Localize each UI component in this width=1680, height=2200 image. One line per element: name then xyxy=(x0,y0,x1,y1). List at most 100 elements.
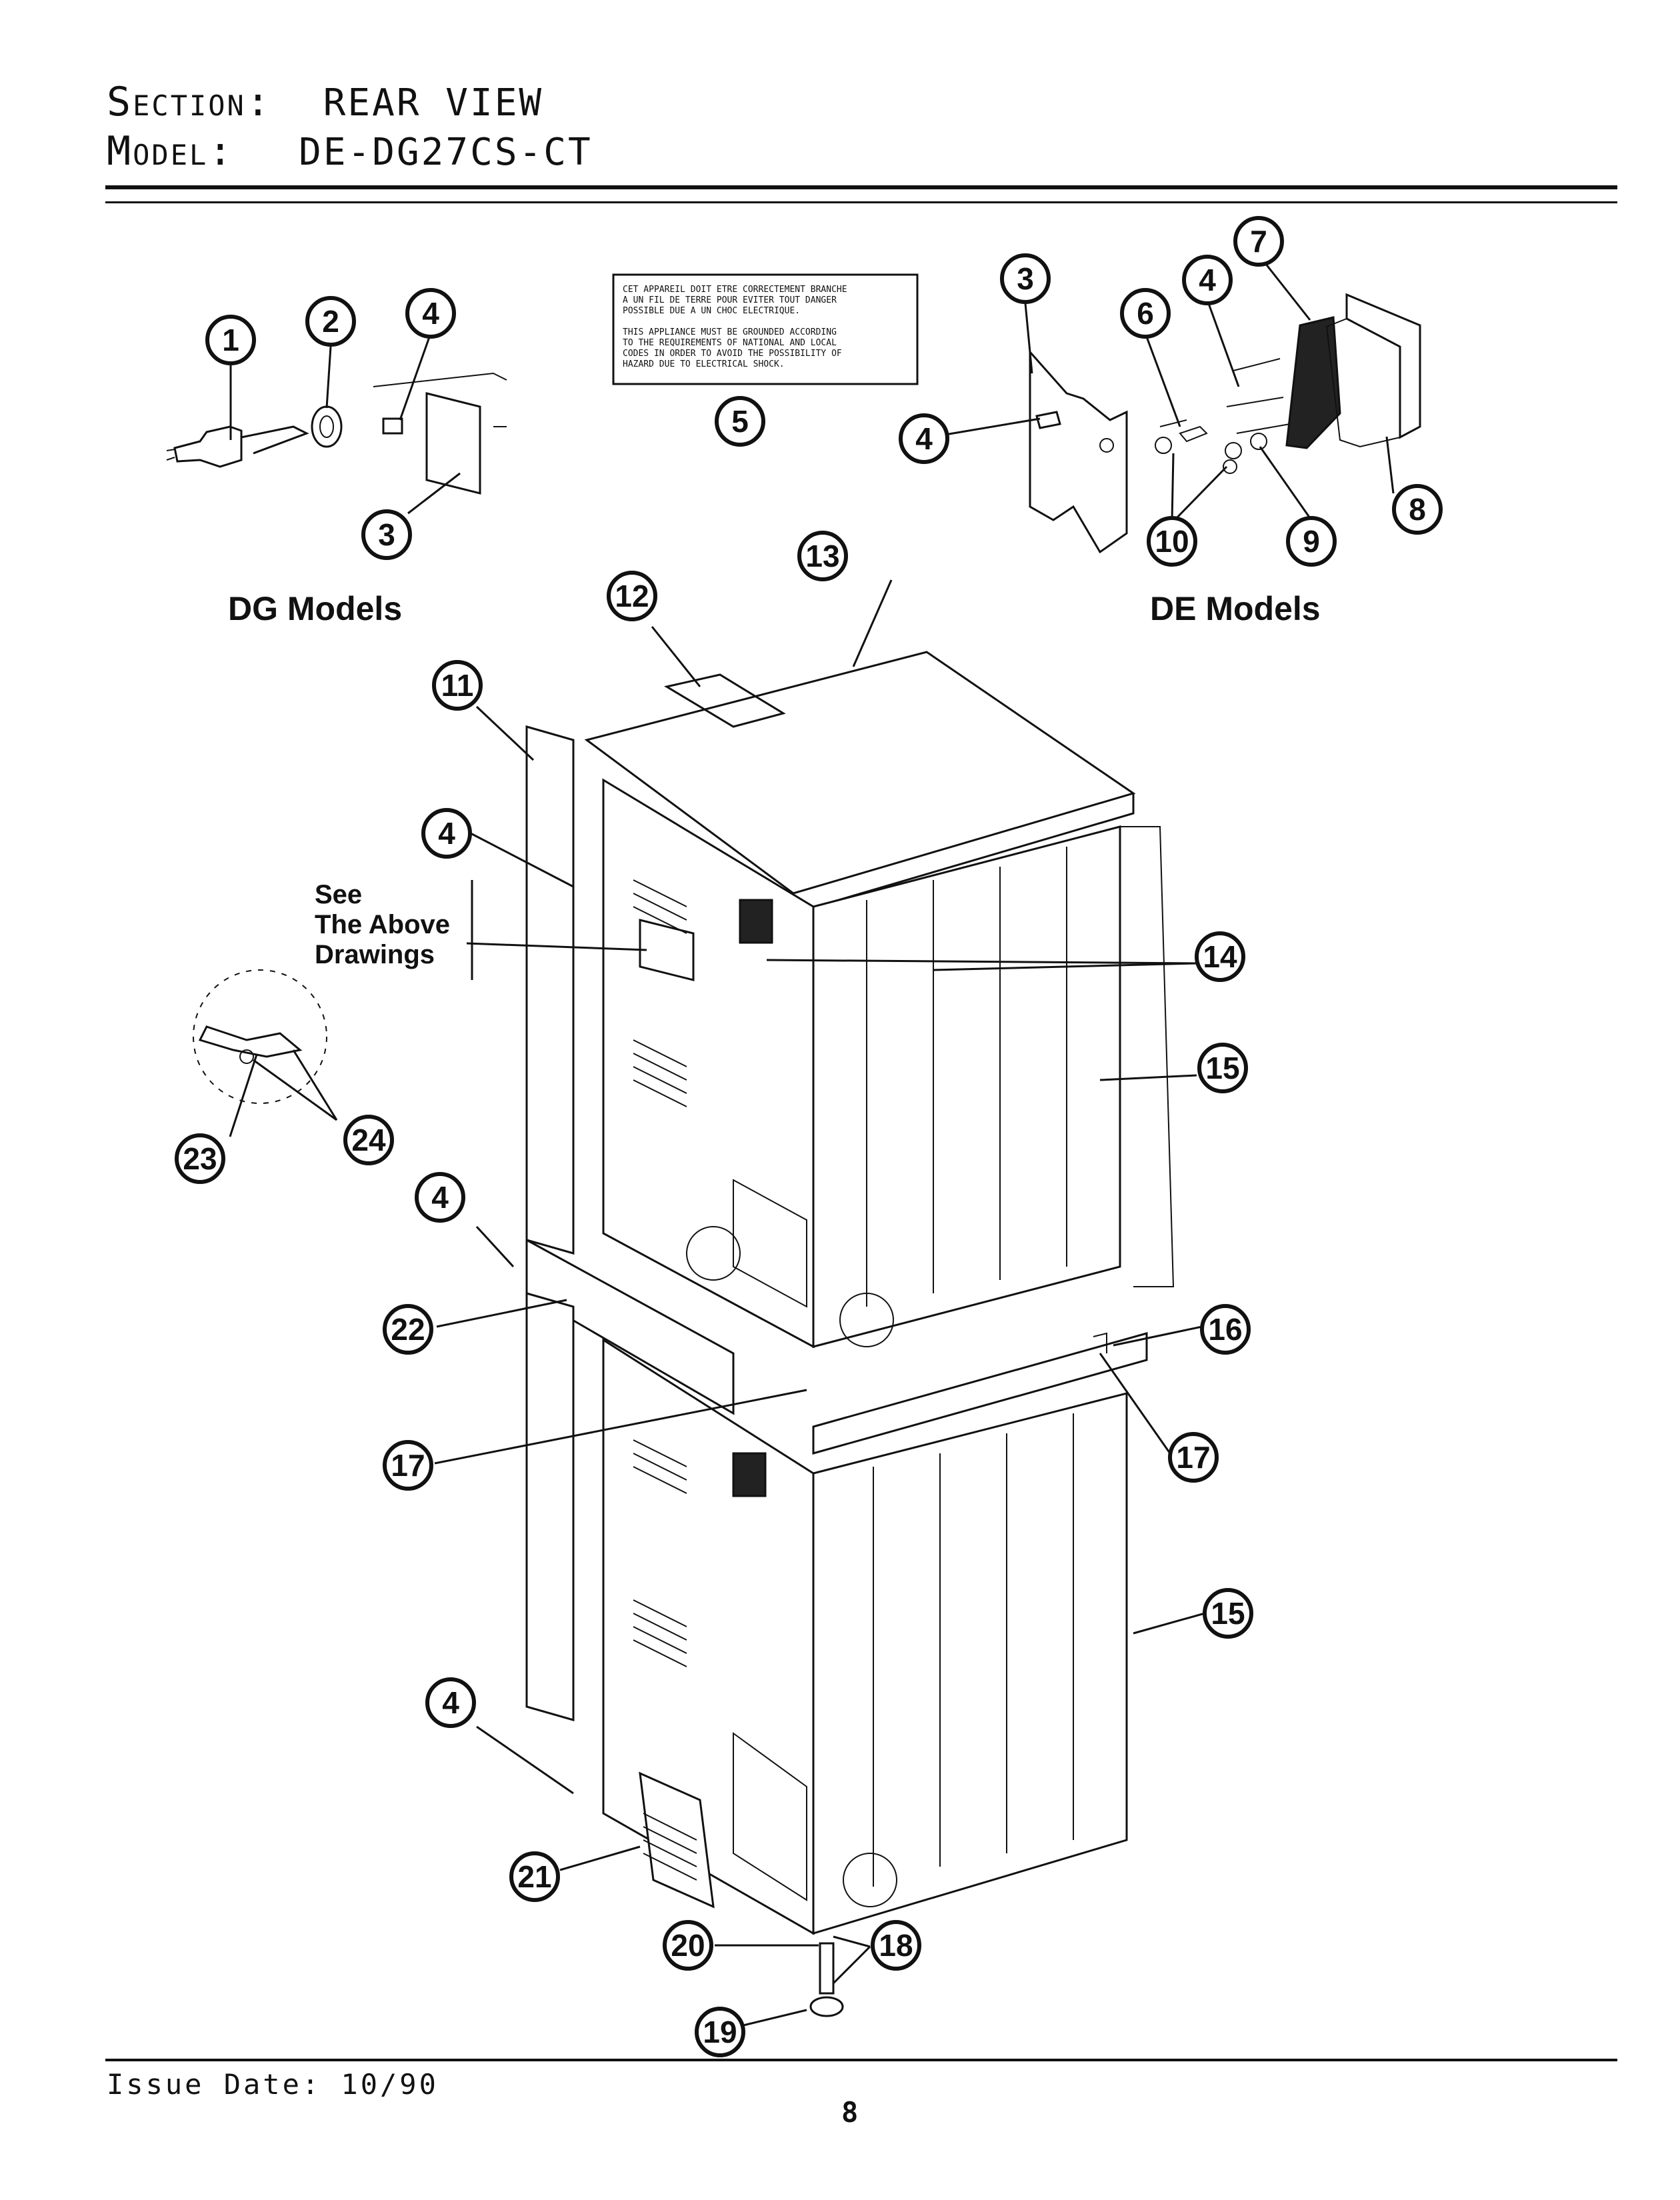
model-label: Model: xyxy=(107,128,235,175)
svg-text:20: 20 xyxy=(671,1928,705,1963)
power-cord-prongs xyxy=(166,449,175,461)
lower-cabinet-side xyxy=(812,1392,1128,1935)
warning-fr-line-2: A UN FIL DE TERRE POUR EVITER TOUT DANGE… xyxy=(623,295,837,305)
warning-en-line-3: CODES IN ORDER TO AVOID THE POSSIBILITY … xyxy=(623,349,842,359)
inset-circle xyxy=(193,969,327,1104)
svg-text:4: 4 xyxy=(915,421,933,456)
footer-rule xyxy=(105,2059,1617,2061)
lower-vent-louvers xyxy=(633,1439,687,1667)
svg-text:7: 7 xyxy=(1250,224,1267,259)
callout-1: 1 xyxy=(205,315,256,365)
lower-access-slots xyxy=(643,1813,697,1881)
svg-text:19: 19 xyxy=(703,2015,737,2049)
svg-text:23: 23 xyxy=(183,1141,217,1176)
callout-2: 2 xyxy=(305,296,356,347)
de-nut-b xyxy=(1225,442,1242,459)
strain-relief-bushing xyxy=(311,405,343,448)
callout-4-lower: 4 xyxy=(425,1677,476,1728)
svg-text:10: 10 xyxy=(1155,524,1189,559)
callout-22: 22 xyxy=(383,1304,433,1355)
callout-3-dg: 3 xyxy=(361,509,412,560)
power-cord-wire xyxy=(241,425,309,455)
see-above-note: See The Above Drawings xyxy=(315,880,473,980)
callout-15-upper: 15 xyxy=(1197,1043,1248,1093)
bracket-flange xyxy=(1325,318,1401,448)
right-side-frame xyxy=(1120,826,1175,1287)
callout-19: 19 xyxy=(695,2007,745,2057)
svg-text:18: 18 xyxy=(879,1928,913,1963)
header-rule-thin xyxy=(105,201,1617,203)
callout-23: 23 xyxy=(175,1133,225,1184)
callout-4-de-right: 4 xyxy=(1182,255,1233,305)
lower-access-cover-21 xyxy=(639,1771,715,1909)
svg-text:17: 17 xyxy=(1176,1440,1210,1475)
svg-text:2: 2 xyxy=(322,304,339,339)
terminal-bracket xyxy=(1345,293,1421,439)
de-cover-plate xyxy=(1029,349,1128,554)
upper-exhaust-port xyxy=(686,1226,741,1281)
warning-en-line-1: THIS APPLIANCE MUST BE GROUNDED ACCORDIN… xyxy=(623,327,837,337)
warning-en-line-2: TO THE REQUIREMENTS OF NATIONAL AND LOCA… xyxy=(623,338,837,348)
issue-date: Issue Date: 10/90 xyxy=(107,2068,439,2101)
section-value: REAR VIEW xyxy=(323,81,544,125)
model-value: DE-DG27CS-CT xyxy=(299,131,593,174)
dg-screw xyxy=(382,417,403,435)
callout-15-lower: 15 xyxy=(1203,1588,1253,1639)
leader-lines xyxy=(229,263,1395,2027)
lower-side-ribs xyxy=(873,1413,1074,1887)
terminal-block-bracket xyxy=(639,919,695,981)
callout-4-mid: 4 xyxy=(415,1172,465,1223)
de-nut-a xyxy=(1155,437,1172,454)
svg-text:22: 22 xyxy=(391,1312,425,1347)
svg-text:14: 14 xyxy=(1203,939,1237,974)
svg-text:11: 11 xyxy=(441,668,474,703)
lower-washer-cabinet xyxy=(525,1292,1128,2017)
section-heading: Section: REAR VIEW xyxy=(107,79,543,125)
svg-text:13: 13 xyxy=(805,539,839,573)
upper-rear-vent-grille xyxy=(739,899,773,944)
svg-text:12: 12 xyxy=(615,579,649,613)
svg-text:4: 4 xyxy=(1199,263,1216,297)
callout-16: 16 xyxy=(1200,1304,1251,1355)
mounting-bracket-22 xyxy=(525,1238,735,1415)
lower-rear-vent-grille xyxy=(732,1452,767,1497)
de-washer xyxy=(1250,433,1267,450)
left-side-rail xyxy=(525,725,575,1255)
callout-6: 6 xyxy=(1120,288,1171,339)
dg-cover-plate xyxy=(425,392,481,495)
callout-9: 9 xyxy=(1286,516,1337,567)
warning-fr-line-1: CET APPAREIL DOIT ETRE CORRECTEMENT BRAN… xyxy=(623,285,847,295)
svg-text:17: 17 xyxy=(391,1448,425,1483)
stack-bracket-assembly xyxy=(525,1238,1148,1455)
de-plate-screw xyxy=(1035,411,1061,429)
lower-service-opening xyxy=(733,1732,807,1901)
terminal-block xyxy=(1285,316,1341,449)
see-note-line-3: Drawings xyxy=(315,940,435,969)
lower-left-rail xyxy=(525,1292,575,1721)
callout-5: 5 xyxy=(715,396,765,447)
callout-21: 21 xyxy=(509,1851,560,1902)
svg-text:4: 4 xyxy=(422,296,439,331)
svg-text:15: 15 xyxy=(1211,1596,1245,1631)
svg-text:16: 16 xyxy=(1208,1312,1242,1347)
callout-12: 12 xyxy=(607,571,657,621)
ground-strap xyxy=(1179,425,1208,443)
callout-4-upper: 4 xyxy=(421,808,472,859)
svg-text:3: 3 xyxy=(1017,261,1034,296)
model-heading: Model: DE-DG27CS-CT xyxy=(107,128,593,175)
see-note-line-2: The Above xyxy=(315,910,450,939)
power-cord-plug xyxy=(173,425,243,468)
warning-en-line-4: HAZARD DUE TO ELECTRICAL SHOCK. xyxy=(623,359,785,369)
callout-17-right: 17 xyxy=(1168,1432,1219,1483)
callout-14: 14 xyxy=(1195,931,1245,982)
svg-text:3: 3 xyxy=(378,517,395,552)
svg-text:15: 15 xyxy=(1205,1051,1239,1085)
section-label: Section: xyxy=(107,79,272,125)
leveling-leg-foot xyxy=(809,1996,844,2017)
callout-17-left: 17 xyxy=(383,1440,433,1491)
warning-fr-line-3: POSSIBLE DUE A UN CHOC ELECTRIQUE. xyxy=(623,306,800,316)
de-models-label: DE Models xyxy=(1150,590,1321,627)
svg-text:4: 4 xyxy=(431,1180,449,1215)
upper-drum-port xyxy=(839,1293,894,1347)
